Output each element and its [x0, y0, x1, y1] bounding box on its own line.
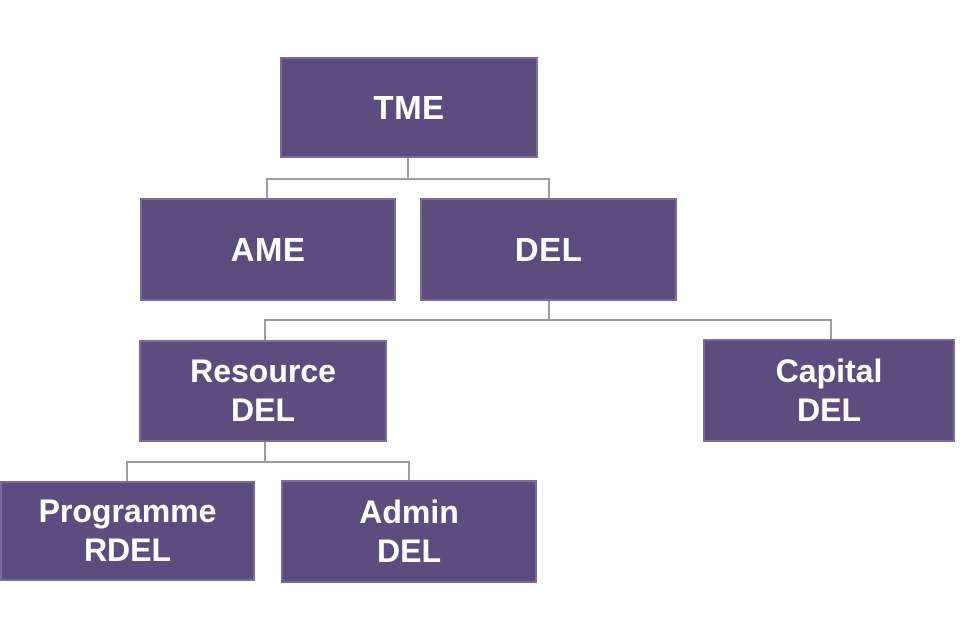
- connector-segment: [126, 461, 128, 481]
- node-ame: AME: [140, 198, 396, 301]
- node-resource-del: Resource DEL: [139, 340, 387, 442]
- connector-segment: [266, 178, 268, 198]
- connector-segment: [830, 319, 832, 339]
- connector-segment: [264, 319, 266, 340]
- node-programme-rdel: Programme RDEL: [0, 481, 255, 581]
- connector-segment: [264, 442, 266, 462]
- node-capital-del: Capital DEL: [703, 339, 955, 442]
- connector-segment: [264, 319, 832, 321]
- node-admin-del: Admin DEL: [281, 480, 537, 583]
- node-admin-del-label: Admin DEL: [359, 493, 459, 569]
- node-del: DEL: [420, 198, 677, 301]
- node-del-label: DEL: [514, 230, 583, 268]
- node-ame-label: AME: [230, 230, 306, 268]
- node-capital-del-label: Capital DEL: [775, 352, 883, 428]
- node-tme-label: TME: [373, 88, 445, 126]
- node-programme-rdel-label: Programme RDEL: [38, 493, 217, 568]
- connector-segment: [407, 158, 409, 179]
- connector-segment: [126, 461, 410, 463]
- connector-segment: [548, 301, 550, 321]
- connector-segment: [548, 178, 550, 198]
- node-tme: TME: [280, 57, 538, 158]
- connector-segment: [408, 461, 410, 480]
- node-resource-del-label: Resource DEL: [190, 353, 336, 428]
- connector-segment: [266, 178, 550, 180]
